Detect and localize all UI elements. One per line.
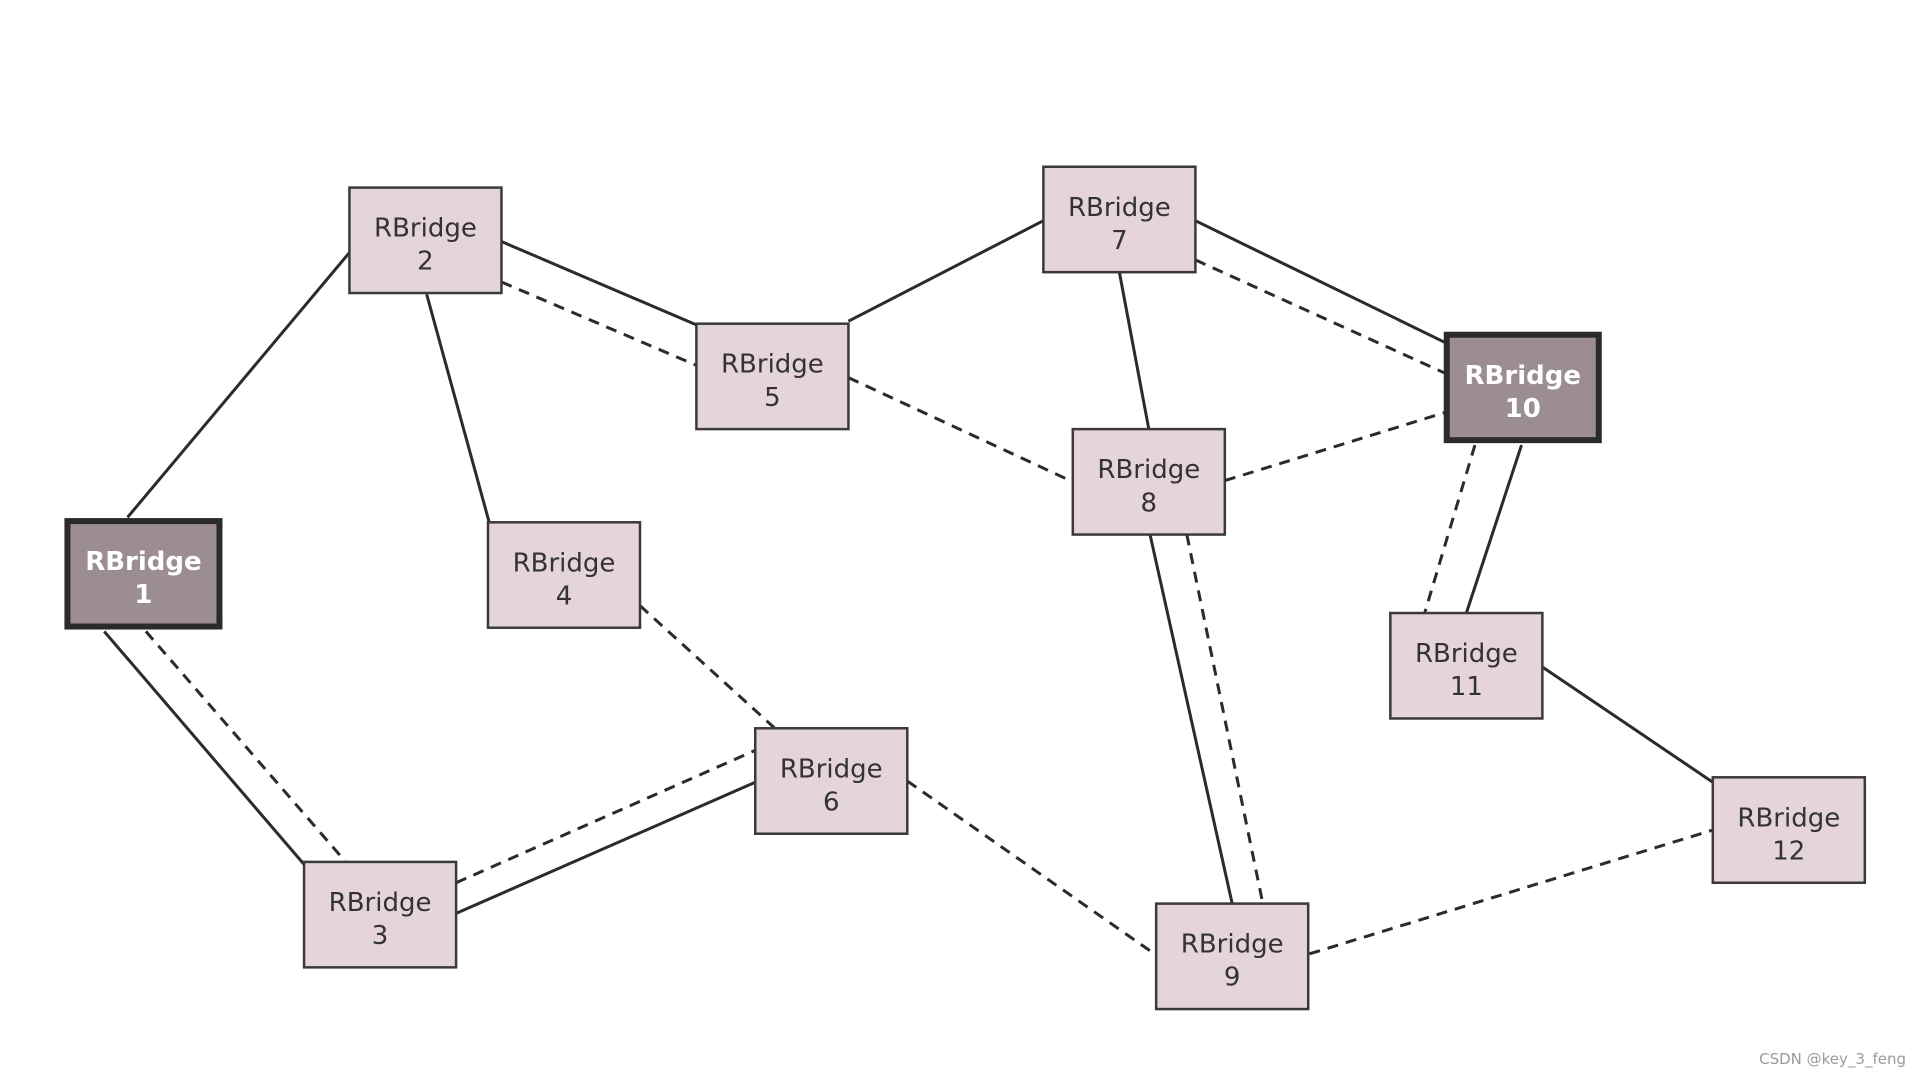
link-8-9-solid [1148, 534, 1234, 904]
link-7-10-dashed [1194, 258, 1448, 376]
node-name-label: RBridge [513, 548, 616, 578]
link-2-4-solid [425, 293, 491, 523]
link-5-7-solid [847, 219, 1045, 323]
node-number-label: 11 [1450, 672, 1483, 702]
node-number-label: 3 [372, 921, 389, 951]
link-10-11-dashed [1423, 444, 1477, 614]
link-7-8-solid [1117, 271, 1151, 430]
node-name-label: RBridge [1097, 455, 1200, 485]
node-box [1389, 611, 1544, 720]
node-box [753, 727, 909, 835]
node-name-label: RBridge [721, 350, 824, 380]
link-6-9-dashed [906, 779, 1158, 957]
node-box [348, 186, 503, 295]
link-1-3-solid [103, 630, 306, 866]
node-name-label: RBridge [1181, 930, 1284, 960]
node-box [486, 521, 642, 629]
link-1-2-solid [126, 251, 351, 519]
node-name-label: RBridge [329, 888, 432, 918]
link-2-5-solid [500, 240, 697, 327]
link-3-6-dashed [455, 748, 756, 885]
node-box [1071, 427, 1227, 536]
nodes-layer: RBridge1RBridge2RBridge3RBridge4RBridge5… [64, 165, 1867, 1011]
node-name-label: RBridge [1068, 193, 1171, 223]
link-1-3-dashed [144, 630, 347, 863]
node-number-label: 7 [1111, 226, 1128, 256]
node-number-label: 9 [1224, 963, 1241, 993]
node-number-label: 5 [764, 383, 781, 413]
node-number-label: 2 [417, 247, 434, 277]
node-number-label: 6 [823, 787, 840, 817]
link-3-6-solid [455, 780, 756, 915]
watermark: CSDN @key_3_feng [1759, 1050, 1906, 1068]
link-11-12-solid [1541, 665, 1714, 784]
node-number-label: 12 [1772, 836, 1805, 866]
link-5-8-dashed [847, 376, 1074, 484]
link-2-5-dashed [500, 280, 697, 367]
node-name-label: RBridge [780, 754, 883, 784]
node-name-label: RBridge [1465, 361, 1581, 391]
edges-layer [103, 219, 1714, 957]
node-name-label: RBridge [374, 214, 477, 244]
link-9-12-dashed [1308, 828, 1714, 956]
node-number-label: 8 [1141, 488, 1158, 518]
node-box [695, 322, 850, 431]
node-name-label: RBridge [85, 547, 201, 577]
root-node-box [64, 518, 223, 630]
node-box [1042, 165, 1197, 274]
link-8-9-dashed [1185, 534, 1265, 904]
link-4-6-dashed [638, 604, 776, 730]
link-7-10-solid [1194, 219, 1448, 345]
node-number-label: 4 [556, 581, 573, 611]
node-number-label: 10 [1505, 394, 1541, 424]
root-node-box [1443, 331, 1602, 444]
node-box [1154, 902, 1310, 1011]
node-box [1711, 776, 1867, 885]
node-name-label: RBridge [1737, 803, 1840, 833]
node-box [302, 860, 458, 969]
node-number-label: 1 [134, 580, 152, 610]
link-8-10-dashed [1224, 410, 1448, 483]
node-name-label: RBridge [1415, 639, 1518, 669]
link-10-11-solid [1464, 444, 1523, 614]
